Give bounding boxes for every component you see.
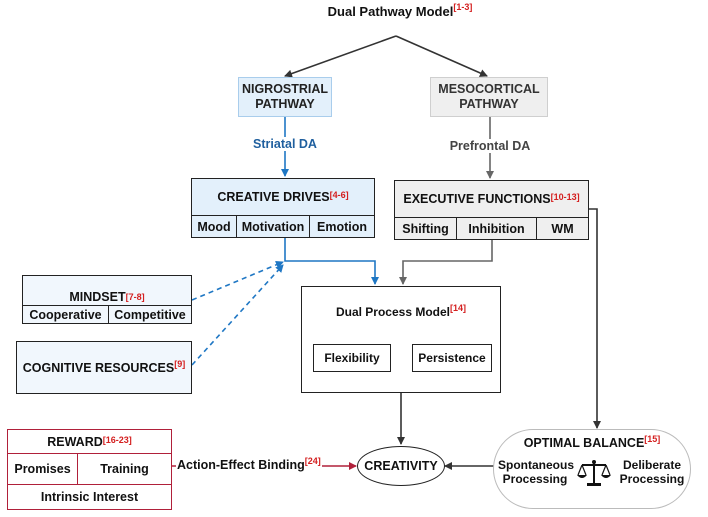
spontaneous-label: Spontaneous Processing <box>498 458 575 486</box>
mindset-dashed-arrow <box>191 261 284 301</box>
training-cell: Training <box>100 462 149 476</box>
emotion-cell: Emotion <box>317 219 367 234</box>
dual-process-title: Dual Process Model[14] <box>302 303 500 319</box>
scales-icon <box>577 458 611 488</box>
mesocortical-pathway-box: MESOCORTICAL PATHWAY <box>430 77 548 117</box>
cognitive-resources-box: COGNITIVE RESOURCES[9] <box>16 341 192 394</box>
creative-drives-title: CREATIVE DRIVES[4-6] <box>192 179 374 215</box>
shifting-cell: Shifting <box>395 218 457 239</box>
competitive-cell: Competitive <box>114 308 186 322</box>
action-effect-text: Action-Effect Binding <box>177 458 305 472</box>
flexibility-box: Flexibility <box>313 344 391 372</box>
persistence-box: Persistence <box>412 344 492 372</box>
mesocortical-line1: MESOCORTICAL <box>438 82 540 96</box>
nigrostrial-line1: NIGROSTRIAL <box>241 82 329 96</box>
dual-process-ref: [14] <box>450 303 467 313</box>
reward-title: REWARD[16-23] <box>8 430 171 454</box>
mesocortical-line2: PATHWAY <box>459 97 519 111</box>
executive-functions-title: EXECUTIVE FUNCTIONS[10-13] <box>395 181 588 217</box>
mindset-ref: [7-8] <box>125 292 145 302</box>
deliberate-line2: Processing <box>619 472 685 486</box>
creative-drives-ref: [4-6] <box>329 190 349 200</box>
executive-to-dual-arrow <box>399 240 493 285</box>
inhibition-cell: Inhibition <box>457 218 537 239</box>
title-to-mesocortical-arrow <box>395 35 488 77</box>
drives-to-dual-arrow <box>284 238 379 285</box>
action-effect-ref: [24] <box>304 456 321 466</box>
action-effect-label: Action-Effect Binding[24] <box>176 456 322 472</box>
cooperative-cell: Cooperative <box>23 306 109 324</box>
optimal-balance-title-text: OPTIMAL BALANCE <box>523 436 645 450</box>
executive-functions-title-text: EXECUTIVE FUNCTIONS <box>403 192 551 206</box>
dual-process-box: Dual Process Model[14] Flexibility Persi… <box>301 286 501 393</box>
optimal-balance-box: OPTIMAL BALANCE[15] Spontaneous Processi… <box>493 429 691 509</box>
prefrontal-da-label: Prefrontal DA <box>440 139 540 153</box>
reward-box: REWARD[16-23] Promises Training Intrinsi… <box>7 429 172 510</box>
creativity-ellipse: CREATIVITY <box>357 446 445 486</box>
mindset-title: MINDSET[7-8] <box>23 276 191 305</box>
spontaneous-line2: Processing <box>502 472 568 486</box>
optimal-balance-title: OPTIMAL BALANCE[15] <box>494 434 690 450</box>
cognitive-resources-ref: [9] <box>174 358 186 369</box>
cognitive-dashed-arrow <box>191 264 284 366</box>
motivation-cell: Motivation <box>237 216 310 237</box>
mindset-box: MINDSET[7-8] Cooperative Competitive <box>22 275 192 324</box>
intrinsic-interest-cell: Intrinsic Interest <box>40 490 139 504</box>
executive-functions-box: EXECUTIVE FUNCTIONS[10-13] Shifting Inhi… <box>394 180 589 240</box>
cognitive-resources-text: COGNITIVE RESOURCES <box>22 360 175 375</box>
dual-process-title-text: Dual Process Model <box>335 305 451 319</box>
mood-cell: Mood <box>192 216 237 237</box>
optimal-balance-ref: [15] <box>644 434 661 444</box>
diagram-title: Dual Pathway Model[1-3] <box>300 2 500 19</box>
diagram-title-ref: [1-3] <box>453 2 473 12</box>
spontaneous-line1: Spontaneous <box>498 458 575 472</box>
diagram-title-text: Dual Pathway Model <box>327 4 454 19</box>
nigrostrial-pathway-box: NIGROSTRIAL PATHWAY <box>238 77 332 117</box>
creative-drives-box: CREATIVE DRIVES[4-6] Mood Motivation Emo… <box>191 178 375 238</box>
title-to-nigrostrial-arrow <box>284 35 397 78</box>
nigrostrial-line2: PATHWAY <box>255 97 315 111</box>
executive-to-balance-arrow <box>589 208 601 429</box>
mindset-title-text: MINDSET <box>69 290 126 304</box>
reward-ref: [16-23] <box>102 434 132 445</box>
wm-cell: WM <box>551 221 574 236</box>
deliberate-label: Deliberate Processing <box>614 458 690 486</box>
executive-functions-ref: [10-13] <box>550 192 580 202</box>
striatal-da-label: Striatal DA <box>240 137 330 151</box>
promises-cell: Promises <box>8 454 78 484</box>
creative-drives-title-text: CREATIVE DRIVES <box>217 190 330 204</box>
deliberate-line1: Deliberate <box>622 458 682 472</box>
reward-title-text: REWARD <box>47 434 103 449</box>
